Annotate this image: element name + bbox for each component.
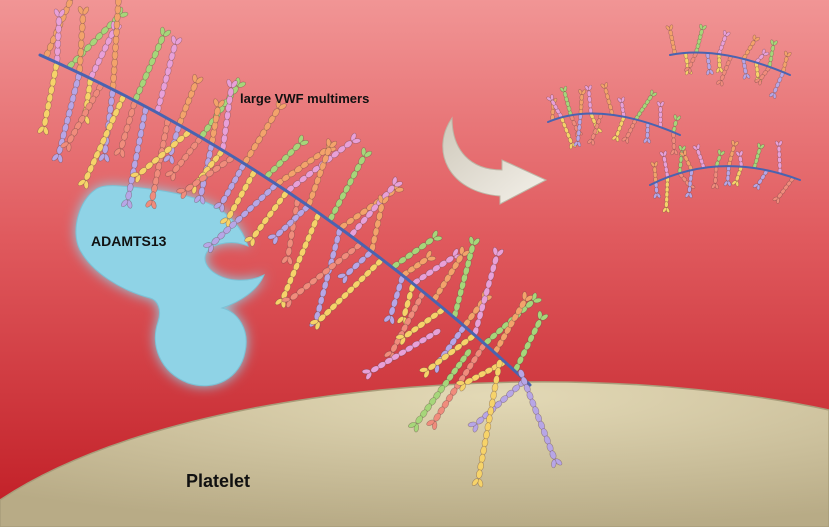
adamts13-label: ADAMTS13 — [91, 233, 167, 249]
adamts13-enzyme-shape — [75, 185, 265, 387]
cleaved-multimer-middle — [546, 82, 682, 156]
multimers-label: large VWF multimers — [240, 91, 369, 106]
large-vwf-multimer — [37, 0, 563, 488]
cleavage-arrow — [442, 116, 548, 205]
platelet-surface — [0, 381, 829, 527]
cleaved-multimer-top — [665, 23, 792, 99]
cleaved-multimer-right — [649, 140, 801, 213]
platelet-label: Platelet — [186, 471, 250, 491]
